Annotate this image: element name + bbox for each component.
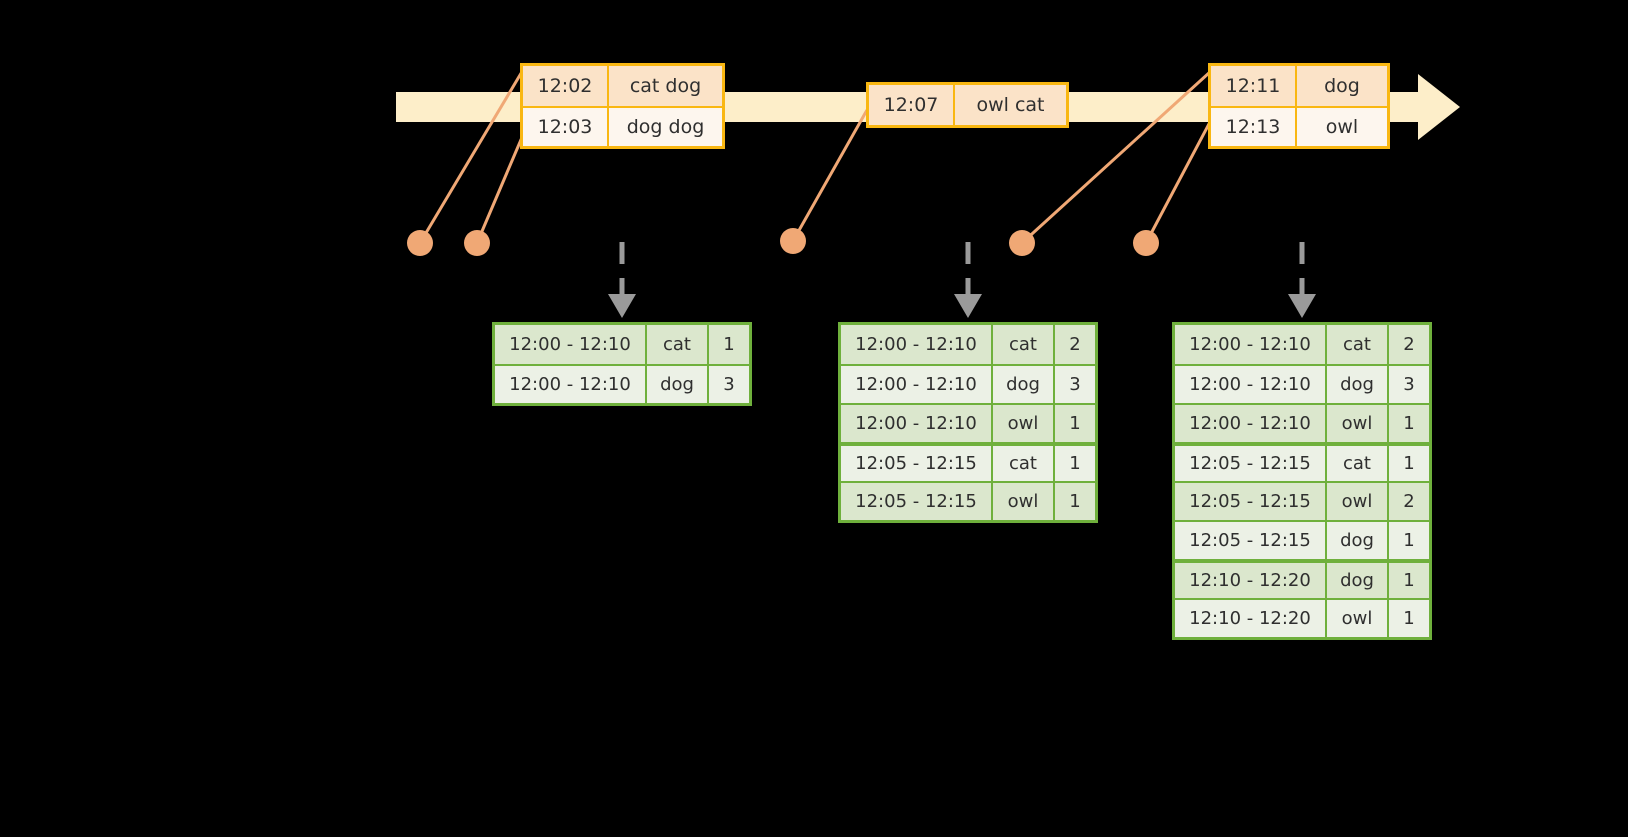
- event-timestamp: 12:02: [523, 66, 609, 106]
- window-cell: 12:00 - 12:10: [841, 405, 993, 442]
- key-cell: owl: [1327, 483, 1389, 520]
- count-cell: 1: [1055, 405, 1095, 442]
- key-cell: cat: [1327, 446, 1389, 481]
- window-cell: 12:00 - 12:10: [1175, 325, 1327, 364]
- count-cell: 1: [1389, 405, 1429, 442]
- count-cell: 2: [1055, 325, 1095, 364]
- count-cell: 1: [1055, 483, 1095, 520]
- key-cell: owl: [993, 483, 1055, 520]
- event-payload: cat dog: [609, 66, 722, 106]
- count-cell: 3: [709, 366, 749, 403]
- emit-arrow-3: [1288, 242, 1316, 318]
- count-cell: 1: [1389, 522, 1429, 559]
- window-cell: 12:10 - 12:20: [1175, 600, 1327, 637]
- window-cell: 12:00 - 12:10: [495, 366, 647, 403]
- key-cell: dog: [993, 366, 1055, 403]
- count-cell: 3: [1389, 366, 1429, 403]
- connector-line-3: [791, 109, 869, 242]
- key-cell: owl: [993, 405, 1055, 442]
- window-cell: 12:05 - 12:15: [1175, 446, 1327, 481]
- connector-dot-1: [407, 230, 433, 256]
- connector-dot-5: [1133, 230, 1159, 256]
- window-cell: 12:00 - 12:10: [1175, 405, 1327, 442]
- connector-dot-2: [464, 230, 490, 256]
- event-payload: dog dog: [609, 108, 722, 146]
- count-cell: 1: [709, 325, 749, 364]
- window-cell: 12:05 - 12:15: [841, 446, 993, 481]
- emit-arrow-1: [608, 242, 636, 318]
- key-cell: cat: [647, 325, 709, 364]
- key-cell: dog: [1327, 366, 1389, 403]
- key-cell: dog: [1327, 522, 1389, 559]
- count-cell: 3: [1055, 366, 1095, 403]
- event-payload: owl cat: [955, 85, 1066, 125]
- key-cell: cat: [993, 446, 1055, 481]
- window-cell: 12:05 - 12:15: [1175, 483, 1327, 520]
- count-cell: 1: [1055, 446, 1095, 481]
- event-timestamp: 12:13: [1211, 108, 1297, 146]
- window-cell: 12:00 - 12:10: [1175, 366, 1327, 403]
- count-cell: 1: [1389, 446, 1429, 481]
- count-cell: 1: [1389, 600, 1429, 637]
- connector-line-5: [1144, 121, 1212, 244]
- event-timestamp: 12:11: [1211, 66, 1297, 106]
- key-cell: dog: [1327, 563, 1389, 598]
- window-cell: 12:10 - 12:20: [1175, 563, 1327, 598]
- key-cell: dog: [647, 366, 709, 403]
- connector-dot-3: [780, 228, 806, 254]
- key-cell: owl: [1327, 405, 1389, 442]
- window-cell: 12:05 - 12:15: [841, 483, 993, 520]
- event-payload: dog: [1297, 66, 1387, 106]
- event-payload: owl: [1297, 108, 1387, 146]
- emit-arrow-2: [954, 242, 982, 318]
- key-cell: cat: [993, 325, 1055, 364]
- window-cell: 12:00 - 12:10: [495, 325, 647, 364]
- event-timestamp: 12:07: [869, 85, 955, 125]
- window-cell: 12:00 - 12:10: [841, 366, 993, 403]
- count-cell: 2: [1389, 325, 1429, 364]
- event-time-axis-arrowhead: [1418, 74, 1460, 140]
- connector-dot-4: [1009, 230, 1035, 256]
- count-cell: 2: [1389, 483, 1429, 520]
- event-timestamp: 12:03: [523, 108, 609, 146]
- key-cell: owl: [1327, 600, 1389, 637]
- window-cell: 12:05 - 12:15: [1175, 522, 1327, 559]
- window-cell: 12:00 - 12:10: [841, 325, 993, 364]
- key-cell: cat: [1327, 325, 1389, 364]
- count-cell: 1: [1389, 563, 1429, 598]
- connector-line-2: [475, 134, 525, 244]
